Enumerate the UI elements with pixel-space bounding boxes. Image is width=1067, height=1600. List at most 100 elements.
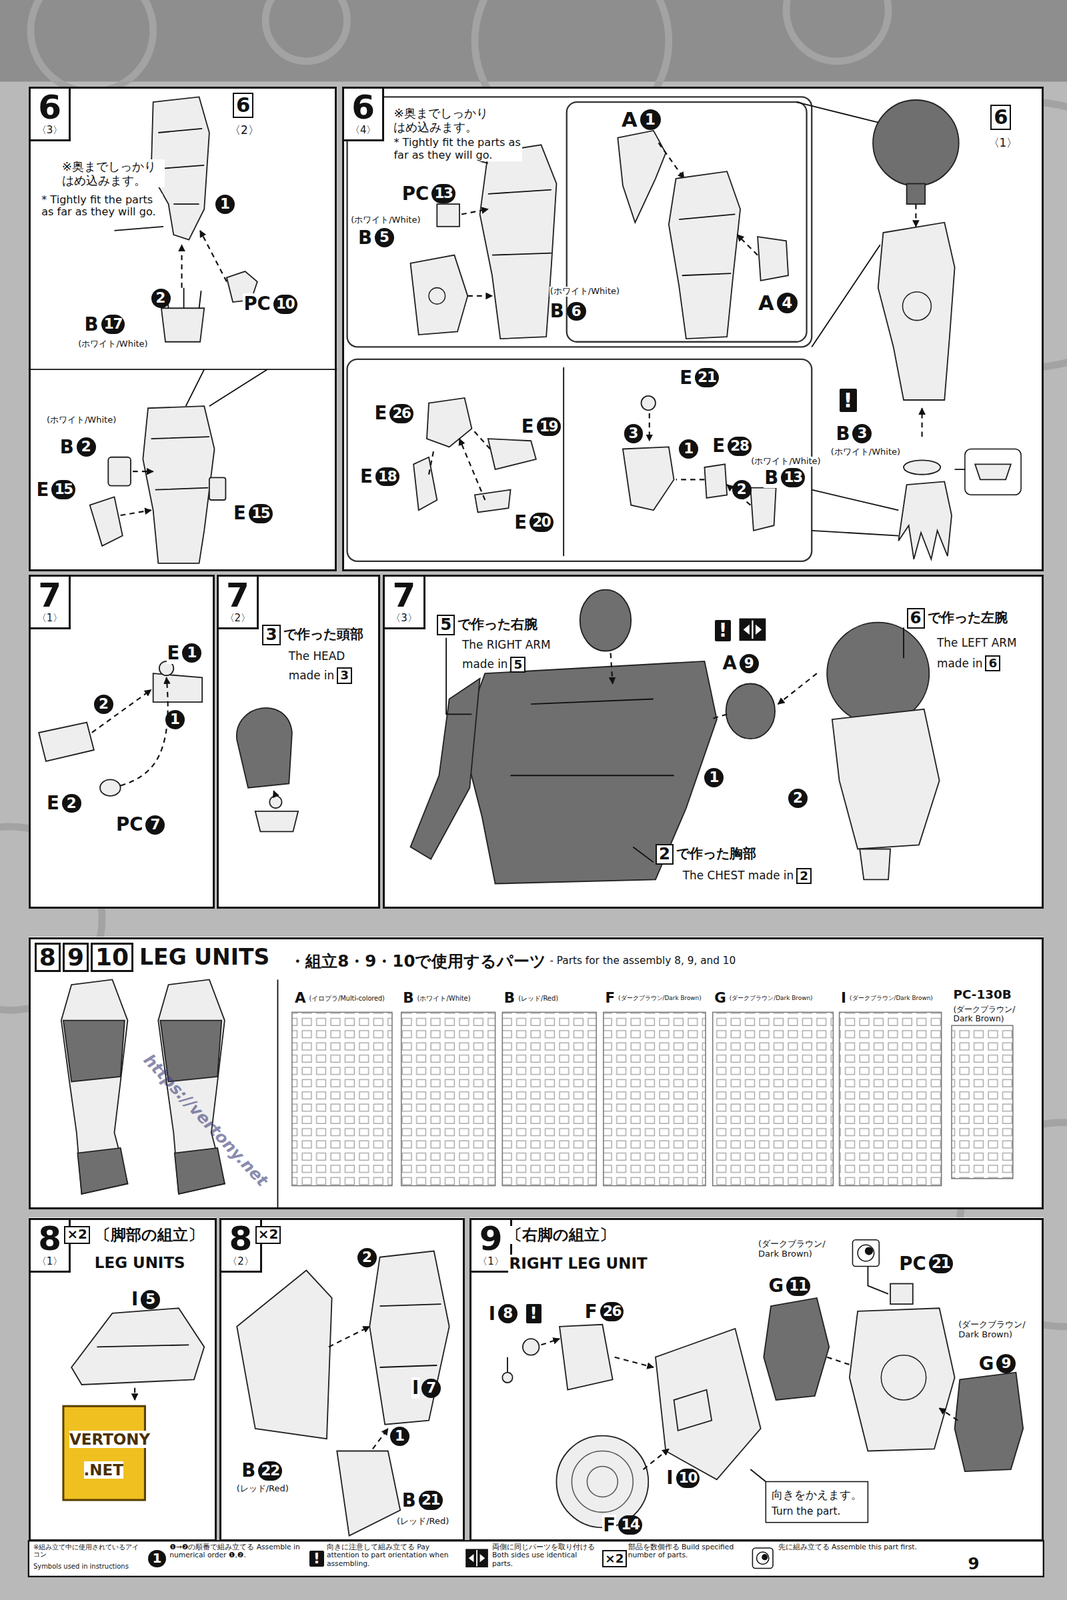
legend-entry: 先に組み立てる Assemble this part first. — [778, 1543, 957, 1552]
part-label: Turn the part. — [770, 1506, 842, 1519]
part-label: E — [359, 466, 374, 488]
part-label: (ダークブラウン/ Dark Brown) — [757, 1239, 836, 1260]
part-label: RIGHT LEG UNIT — [508, 1255, 648, 1273]
callout-number: 14 — [618, 1515, 643, 1536]
part-label: (ダークブラウン/Dark Brown) — [728, 994, 814, 1002]
callout-number: 26 — [600, 1302, 625, 1322]
warning-icon: ! — [526, 1304, 542, 1324]
part-label: F — [584, 1301, 599, 1324]
step-panel: 8910LEG UNITS — [28, 937, 1044, 1211]
part-label: The RIGHT ARM — [461, 638, 551, 652]
step-number: 7 — [390, 578, 418, 613]
part-label: F — [602, 1515, 617, 1537]
part-label: 〈1〉 — [987, 136, 1019, 150]
part-label: E — [46, 792, 61, 815]
part-label: (ホワイト/White) — [416, 994, 472, 1003]
part-label: (ダークブラウン/ Dark Brown) — [957, 1320, 1036, 1341]
part-label: 向きをかえます。 — [770, 1489, 863, 1502]
part-label: E — [520, 416, 535, 438]
callout-number: 21 — [928, 1254, 953, 1274]
step-header: 7〈3〉 — [384, 576, 426, 630]
count-icon: ×2 — [64, 1226, 91, 1245]
step-number: 9 — [62, 942, 89, 973]
callout-number: 6 — [566, 302, 587, 322]
step-reference: 2 — [655, 844, 674, 865]
callout-number: 2 — [788, 788, 808, 809]
part-label: で作った頭部 — [282, 627, 365, 643]
legend-entry: 部品を数個作る Build specified number of parts. — [628, 1543, 746, 1561]
part-label: PC — [115, 814, 144, 836]
part-label: (レッド/Red) — [396, 1517, 450, 1528]
step-reference: 5 — [510, 656, 526, 673]
note-text: ※奥までしっかり はめ込みます。 — [392, 106, 497, 135]
callout-number: 21 — [694, 368, 719, 388]
legend-text: 先に組み立てる Assemble this part first. — [778, 1543, 917, 1552]
step-header: 7〈1〉 — [30, 576, 72, 630]
part-label: B — [763, 467, 779, 489]
callout-number: 11 — [786, 1277, 811, 1297]
step-reference: 3 — [262, 624, 281, 646]
warning-icon: ! — [839, 388, 857, 413]
part-label: (レッド/Red) — [236, 1484, 290, 1495]
callout-number: 1 — [640, 109, 661, 131]
part-label: I — [665, 1467, 674, 1490]
step-panel: 7〈2〉 — [216, 574, 381, 909]
part-label: E — [36, 479, 51, 501]
part-label: The CHEST made in — [682, 869, 795, 883]
step-header: 7〈2〉 — [218, 576, 260, 630]
part-label: E — [513, 512, 528, 534]
callout-number: 21 — [418, 1491, 443, 1511]
warning-icon: ! — [309, 1551, 325, 1568]
legend-text: 部品を数個作る Build specified number of parts. — [628, 1543, 735, 1560]
callout-number: 5 — [140, 1290, 161, 1310]
callout-number: 10 — [273, 294, 298, 315]
callout-number: 2 — [151, 288, 171, 309]
step-title: 〈1〉 — [477, 1255, 505, 1268]
step-number: 8 — [227, 1222, 255, 1256]
callout-number: 10 — [676, 1469, 701, 1489]
part-label: で作った胸部 — [675, 846, 757, 863]
part-label: (ホワイト/White) — [750, 456, 821, 467]
step-number: 10 — [90, 942, 134, 973]
step-title: 〈3〉 — [390, 612, 418, 625]
part-label: で作った右腕 — [456, 617, 539, 633]
part-label: The HEAD — [288, 650, 346, 663]
part-label: A — [721, 652, 737, 675]
step-number: 7 — [36, 578, 64, 613]
part-label: I — [488, 1303, 497, 1326]
part-label: B — [401, 1490, 417, 1512]
note-text: * Tightly fit the parts as far as they w… — [40, 194, 163, 219]
count-icon: ×2 — [602, 1550, 627, 1568]
part-label: ・組立8・9・10で使用するパーツ — [288, 952, 547, 971]
part-label: G — [978, 1353, 995, 1376]
part-label: E — [711, 435, 726, 457]
step-reference: 6 — [232, 92, 254, 119]
part-label: (ダークブラウン/ Dark Brown) — [952, 1004, 1018, 1024]
callout-number: 15 — [51, 480, 76, 500]
callout-number: 8 — [498, 1304, 518, 1324]
callout-number: 1 — [148, 1550, 167, 1569]
part-label: made in — [936, 657, 983, 671]
part-label: ※組み立て中に使用されているアイコン — [32, 1543, 145, 1560]
callout-number: 17 — [101, 314, 126, 335]
part-label: E — [373, 402, 388, 425]
part-label: 〔右脚の組立〕 — [506, 1226, 616, 1244]
step-number: 8 — [36, 1222, 64, 1256]
part-label: I — [411, 1377, 420, 1400]
callout-number: 18 — [375, 467, 400, 487]
part-label: で作った左腕 — [926, 610, 1009, 627]
step-title: 〈1〉 — [36, 612, 64, 625]
part-label: I — [130, 1289, 139, 1311]
part-label: B — [357, 227, 373, 249]
part-label: (ホワイト/White) — [350, 215, 421, 226]
part-label: B — [240, 1460, 257, 1482]
part-label: 〔脚部の組立〕 — [94, 1226, 205, 1244]
step-title: 〈3〉 — [36, 124, 64, 137]
callout-number: 13 — [431, 184, 456, 204]
step-reference: 2 — [796, 868, 812, 885]
part-label: A — [620, 108, 639, 132]
callout-number: 7 — [145, 815, 165, 835]
part-label: F — [604, 990, 616, 1007]
step-header: 6〈3〉 — [30, 88, 72, 142]
callout-number: 2 — [94, 694, 114, 715]
